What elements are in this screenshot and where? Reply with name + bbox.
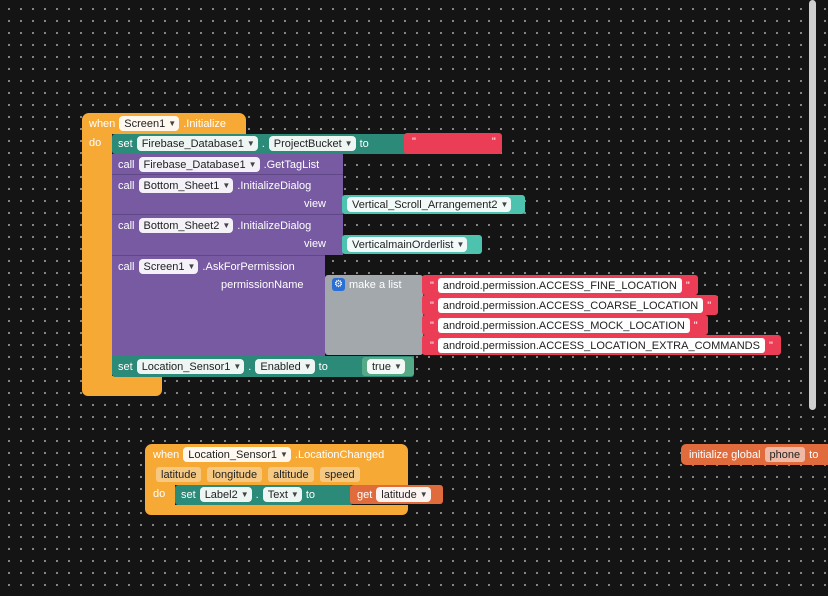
enabled-dropdown[interactable]: Enabled▼ (255, 359, 315, 374)
get-label: get (357, 488, 373, 501)
firebase-dropdown[interactable]: Firebase_Database1▼ (136, 136, 258, 151)
call-label: call (118, 219, 135, 232)
chevron-down-icon: ▼ (222, 221, 231, 230)
firebase-call-dropdown[interactable]: Firebase_Database1▼ (138, 157, 260, 172)
screen1-call-dropdown[interactable]: Screen1▼ (138, 259, 199, 274)
text-property-dropdown[interactable]: Text▼ (262, 487, 302, 502)
chevron-down-icon: ▼ (233, 362, 242, 371)
view-param-label: view (304, 198, 327, 210)
event-footer (82, 376, 162, 396)
call-label: call (118, 179, 135, 192)
location-sensor-event-dropdown[interactable]: Location_Sensor1▼ (183, 447, 291, 462)
chevron-down-icon: ▼ (500, 200, 509, 209)
bottomsheet2-dropdown[interactable]: Bottom_Sheet2▼ (138, 218, 234, 233)
chevron-down-icon: ▼ (303, 362, 312, 371)
set-label: set (118, 360, 133, 373)
to-label: to (305, 488, 316, 501)
locationchanged-event-label: .LocationChanged (294, 448, 385, 461)
event-spine (145, 484, 175, 506)
permissionname-param-label: permissionName (221, 279, 304, 291)
chevron-down-icon: ▼ (246, 139, 255, 148)
projectbucket-dropdown[interactable]: ProjectBucket▼ (268, 136, 356, 151)
do-label: do (89, 137, 102, 149)
chevron-down-icon: ▼ (187, 262, 196, 271)
workspace-vertical-scrollbar[interactable] (809, 0, 816, 410)
chevron-down-icon: ▼ (240, 490, 249, 499)
chevron-down-icon: ▼ (419, 490, 428, 499)
chevron-down-icon: ▼ (222, 181, 231, 190)
chevron-down-icon: ▼ (248, 160, 257, 169)
screen1-dropdown[interactable]: Screen1▼ (119, 116, 180, 131)
initializedialog-method: .InitializeDialog (237, 179, 312, 192)
event-footer (145, 505, 408, 515)
vertical-scroll-dropdown[interactable]: Vertical_Scroll_Arrangement2▼ (347, 197, 512, 212)
param-altitude[interactable]: altitude (268, 467, 314, 482)
chevron-down-icon: ▼ (344, 139, 353, 148)
view-param-label: view (304, 238, 327, 250)
to-label: to (809, 448, 819, 461)
call-label: call (118, 158, 135, 171)
param-longitude[interactable]: longitude (207, 467, 263, 482)
label2-dropdown[interactable]: Label2▼ (199, 487, 252, 502)
gear-icon[interactable]: ⚙ (332, 278, 345, 291)
to-label: to (318, 360, 328, 373)
when-label: when (153, 448, 180, 461)
bottomsheet1-dropdown[interactable]: Bottom_Sheet1▼ (138, 178, 234, 193)
location-sensor-dropdown[interactable]: Location_Sensor1▼ (136, 359, 245, 374)
true-dropdown[interactable]: true▼ (367, 359, 405, 374)
chevron-down-icon: ▼ (279, 450, 288, 459)
latitude-var-dropdown[interactable]: latitude▼ (376, 487, 431, 502)
chevron-down-icon: ▼ (290, 490, 299, 499)
chevron-down-icon: ▼ (456, 240, 465, 249)
param-latitude[interactable]: latitude (156, 467, 202, 482)
global-name-field[interactable]: phone (764, 447, 806, 462)
event-spine (82, 133, 112, 378)
gettaglist-method: .GetTagList (263, 158, 320, 171)
redacted-bucket-value: █ (419, 136, 488, 148)
set-label: set (118, 137, 133, 150)
initialize-event-label: .Initialize (183, 117, 226, 130)
initialize-global-label: initialize global (689, 448, 761, 461)
to-label: to (359, 137, 369, 150)
param-speed[interactable]: speed (319, 467, 360, 482)
vertical-mainorderlist-dropdown[interactable]: VerticalmainOrderlist▼ (347, 237, 468, 252)
set-label: set (181, 488, 196, 501)
initializedialog-method: .InitializeDialog (237, 219, 312, 232)
call-label: call (118, 260, 135, 273)
do-label: do (153, 488, 166, 500)
askforpermission-method: .AskForPermission (202, 260, 295, 273)
when-label: when (89, 117, 116, 130)
make-a-list-label: make a list (349, 278, 402, 291)
chevron-down-icon: ▼ (393, 362, 402, 371)
chevron-down-icon: ▼ (168, 119, 177, 128)
